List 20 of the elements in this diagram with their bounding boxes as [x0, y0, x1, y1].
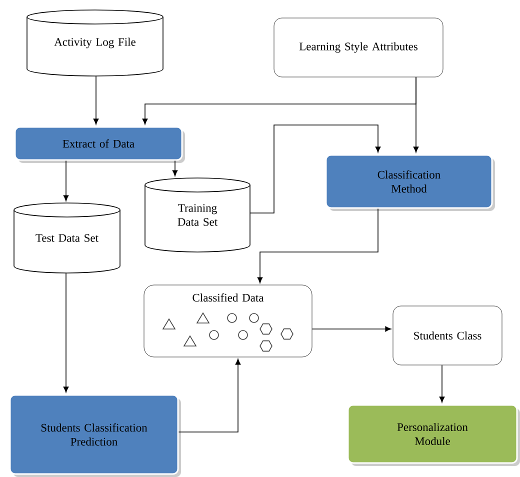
- arrow: [413, 76, 419, 153]
- process-box: Classified Data: [144, 284, 312, 358]
- arrow: [257, 208, 378, 284]
- process-box: Personalization Module: [347, 404, 520, 466]
- arrow: [172, 160, 178, 176]
- arrow: [63, 272, 69, 393]
- arrow: [93, 76, 99, 125]
- process-box: Learning Style Attributes: [274, 18, 444, 78]
- process-box: Students Classification Prediction: [9, 394, 181, 477]
- process-box: Students Class: [392, 306, 502, 366]
- database-cylinder: Training Data Set: [144, 178, 250, 252]
- arrow: [312, 326, 392, 332]
- process-box: Extract of Data: [14, 126, 185, 163]
- process-box: Classification Method: [325, 154, 495, 211]
- arrow: [250, 124, 381, 214]
- arrow: [178, 358, 241, 432]
- database-cylinder: Activity Log File: [26, 10, 164, 76]
- arrow: [439, 364, 445, 403]
- database-cylinder: Test Data Set: [14, 202, 120, 274]
- arrow: [63, 160, 69, 202]
